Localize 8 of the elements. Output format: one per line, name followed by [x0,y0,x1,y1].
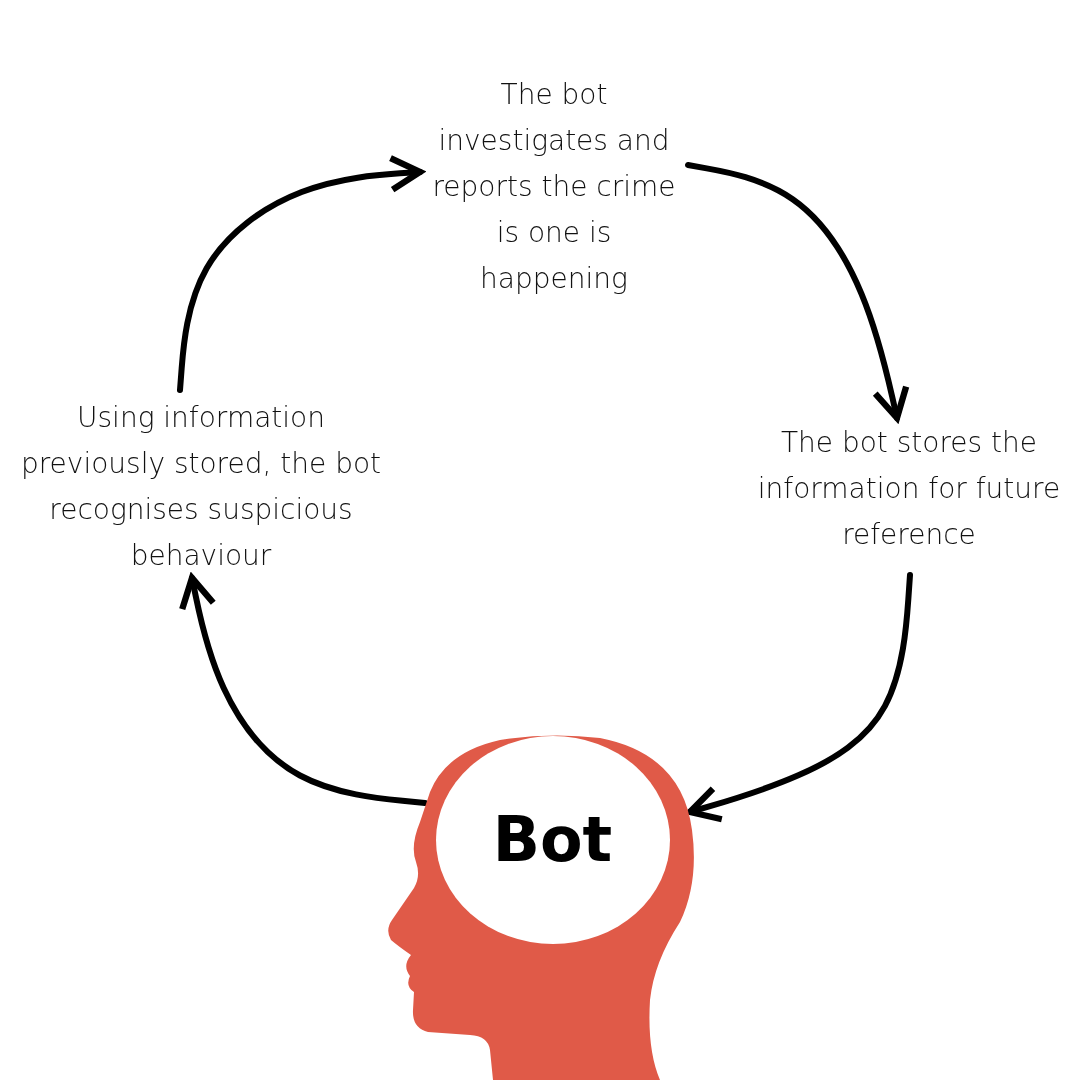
curved-arrow [685,162,910,422]
head-label: Bot [491,802,614,878]
step-text: Using information previously stored, the bot recognises suspicious behaviour [4,395,398,575]
curved-arrow [177,154,424,393]
curved-arrow [686,572,913,823]
step-text: The bot investigates and reports the crime is one is happening [425,72,683,304]
step-text: The bot stores the information for future reference [740,420,1078,560]
curved-arrow [179,574,428,806]
